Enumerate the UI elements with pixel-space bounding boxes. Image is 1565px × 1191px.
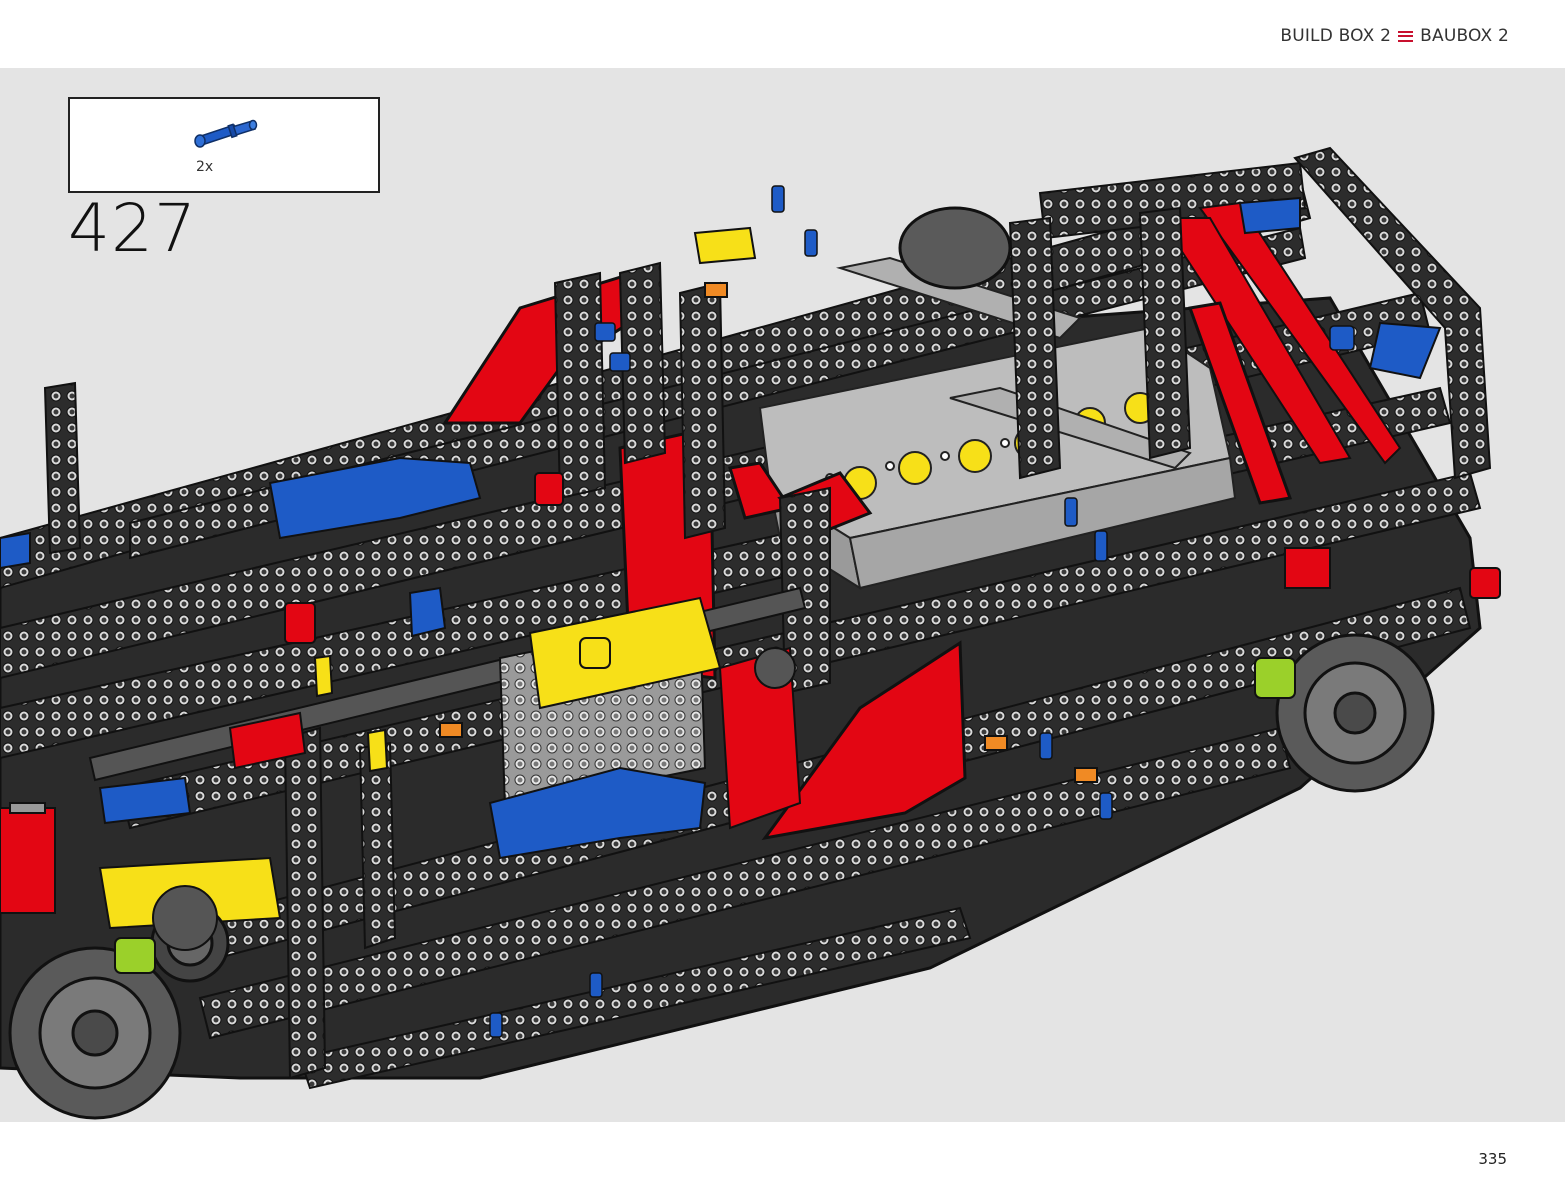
page-number: 335	[1478, 1150, 1507, 1168]
build-box-label-en: BUILD BOX 2	[1280, 26, 1392, 46]
blue-axle-pin-icon	[194, 119, 258, 148]
menu-icon	[1398, 30, 1414, 42]
step-number: 427	[68, 190, 197, 267]
instruction-canvas: 2x 427	[0, 68, 1565, 1122]
technic-car-chassis-icon	[0, 146, 1501, 1120]
part-quantity: 2x	[196, 159, 214, 175]
build-box-label-de: BAUBOX 2	[1420, 26, 1509, 46]
parts-callout: 2x	[68, 97, 380, 193]
page-header: BUILD BOX 2 BAUBOX 2	[0, 0, 1565, 68]
build-box-title: BUILD BOX 2 BAUBOX 2	[1280, 26, 1509, 46]
